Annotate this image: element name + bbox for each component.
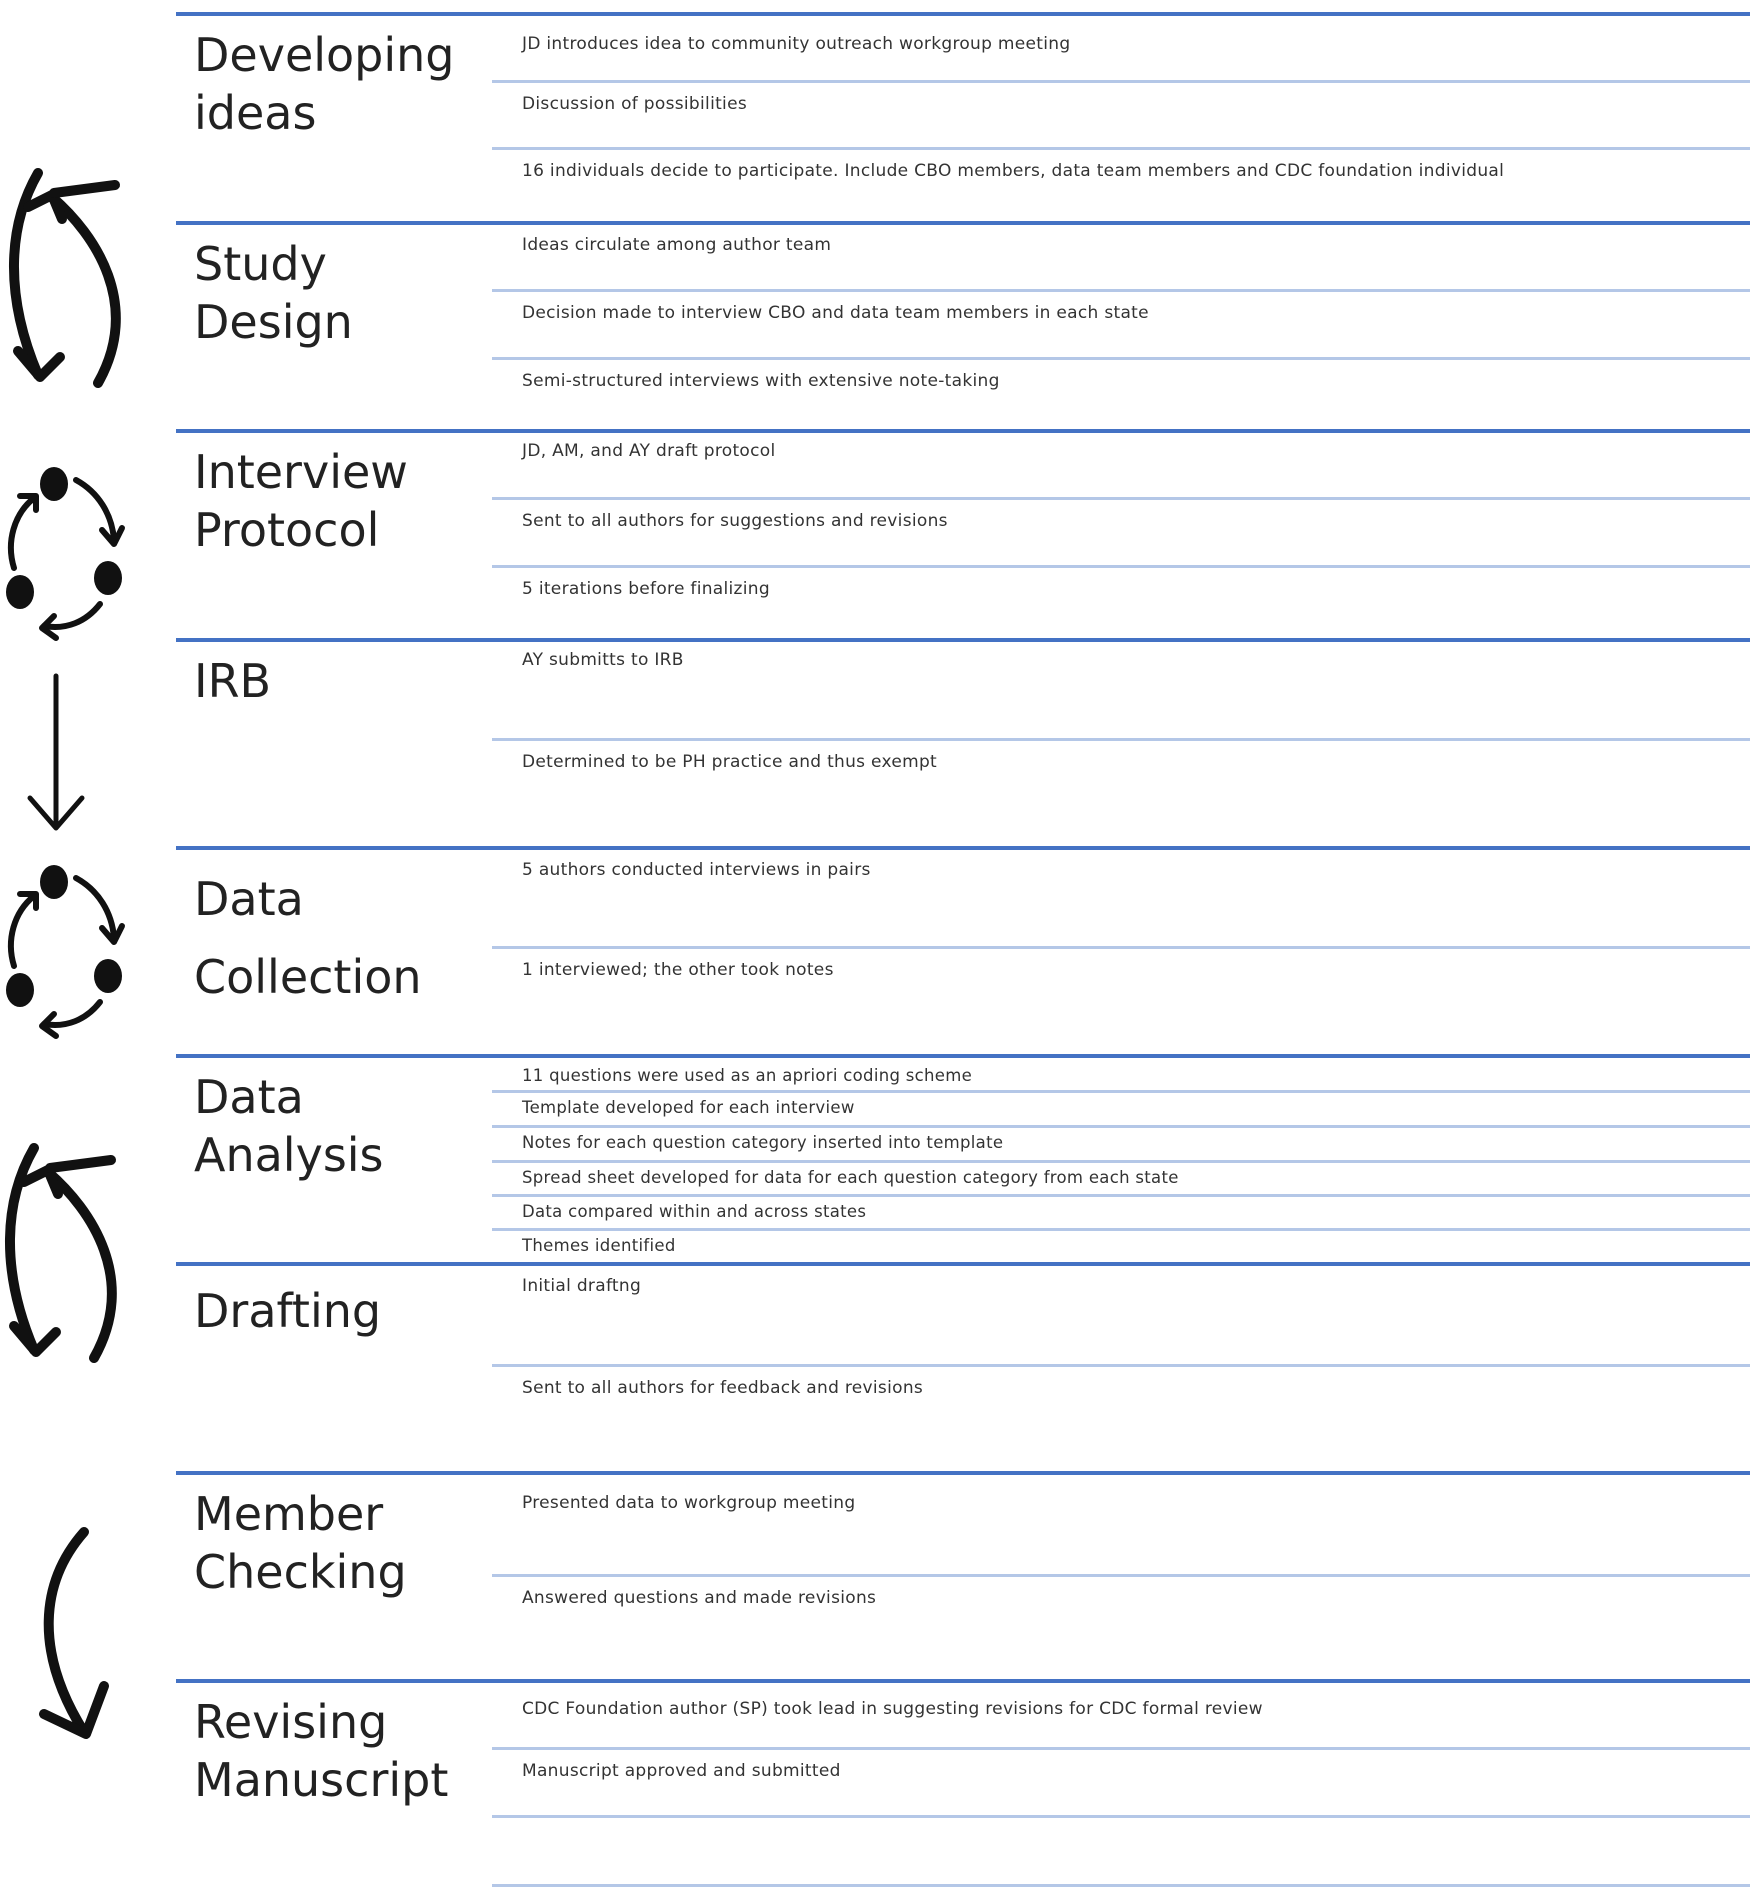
- stage-divider: [176, 1679, 1750, 1683]
- stage-divider: [176, 1262, 1750, 1266]
- stage-divider: [176, 429, 1750, 433]
- stage-title: Study Design: [194, 237, 353, 349]
- stage-title: IRB: [194, 654, 272, 708]
- stage-title: Revising Manuscript: [194, 1695, 449, 1807]
- circular-cycle-icon: [0, 860, 150, 1045]
- stage-divider: [176, 12, 1750, 16]
- stage-developing-ideas: Developing ideas JD introduces idea to c…: [176, 12, 1750, 221]
- stage-divider: [176, 221, 1750, 225]
- stage-interview-protocol: Interview Protocol JD, AM, and AY draft …: [176, 429, 1750, 638]
- stage-title: Member Checking: [194, 1487, 407, 1599]
- stage-title: Drafting: [194, 1284, 382, 1338]
- iterative-cycle-icon: [0, 1130, 150, 1370]
- stage-study-design: Study Design Ideas circulate among autho…: [176, 221, 1750, 430]
- stage-irb: IRB AY submitts to IRB Determined to be …: [176, 638, 1750, 847]
- stage-divider: [176, 846, 1750, 850]
- stage-revising-manuscript: Revising Manuscript CDC Foundation autho…: [176, 1679, 1750, 1888]
- curved-arrow-icon: [0, 1522, 150, 1742]
- stage-drafting: Drafting Initial draftng Sent to all aut…: [176, 1262, 1750, 1471]
- stage-title: Data Collection: [194, 872, 422, 1004]
- stage-divider: [176, 1054, 1750, 1058]
- stage-data-collection: Data Collection 5 authors conducted inte…: [176, 846, 1750, 1055]
- bottom-rule: [492, 1884, 1750, 1887]
- stage-title: Data Analysis: [194, 1070, 384, 1182]
- stage-member-checking: Member Checking Presented data to workgr…: [176, 1471, 1750, 1680]
- stage-title: Interview Protocol: [194, 445, 408, 557]
- stage-divider: [176, 1471, 1750, 1475]
- stage-divider: [176, 638, 1750, 642]
- iterative-cycle-icon: [0, 155, 150, 395]
- down-arrow-icon: [0, 672, 150, 832]
- stage-title: Developing ideas: [194, 28, 455, 140]
- stage-data-analysis: Data Analysis 11 questions were used as …: [176, 1054, 1750, 1263]
- circular-cycle-icon: [0, 462, 150, 647]
